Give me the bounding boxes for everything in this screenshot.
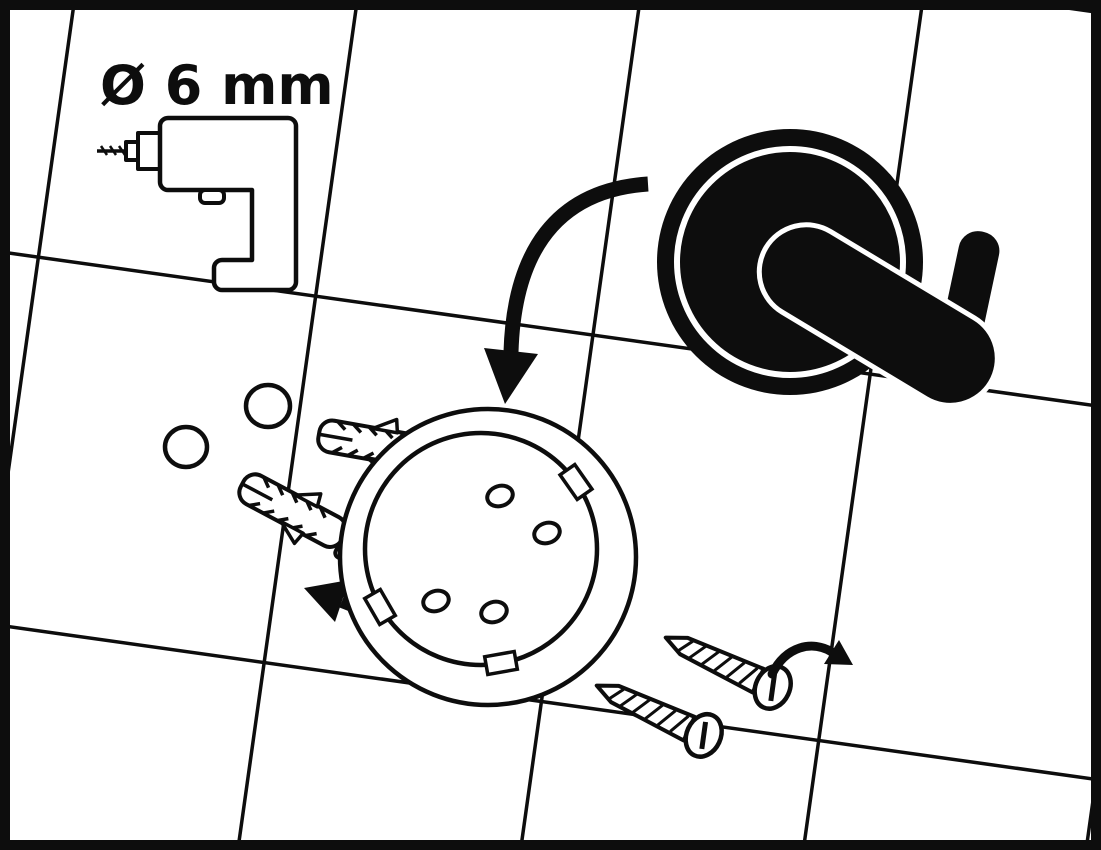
plate-screw-hole [421,588,451,614]
plate-screw-hole [532,520,562,546]
screw-rotation-arrow [767,640,853,679]
drilled-hole [243,382,293,430]
drill-icon [97,115,299,293]
hook-arm [756,222,1000,408]
drilled-holes [162,382,293,470]
plate-screw-hole [479,599,509,625]
drilled-hole [162,424,210,470]
wall-hook [657,129,1005,408]
rotate-hook-arrow [484,176,649,404]
bayonet-notch [482,649,520,677]
plate-screw-hole [485,483,515,509]
bayonet-notch [557,462,595,502]
bayonet-notch [362,587,398,627]
drill-diameter-label: Ø 6 mm [100,54,334,117]
mounting-plate [337,406,639,708]
